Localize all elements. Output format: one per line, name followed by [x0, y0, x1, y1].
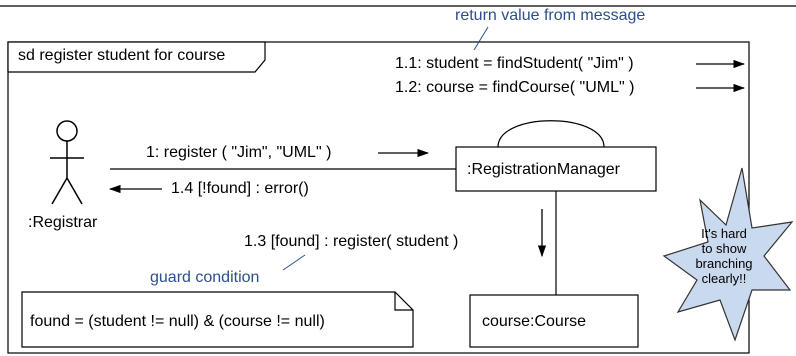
note-box [21, 291, 414, 348]
callout-text: It's hard to show branching clearly!! [690, 226, 758, 286]
callout-star [662, 167, 794, 342]
course-label: course:Course [482, 313, 587, 330]
note-fold [394, 292, 413, 311]
registrar-actor-icon [50, 120, 84, 205]
frame-label-box [7, 41, 266, 73]
callout-line-1: It's hard [701, 226, 747, 241]
message-1-label: 1: register ( "Jim", "UML" ) [146, 144, 332, 161]
message-1-3-label: 1.3 [found] : register( student ) [244, 233, 459, 250]
callout-line-2: to show [701, 241, 747, 256]
return-annotation-pointer [473, 26, 489, 51]
callout-line-4: clearly!! [701, 271, 747, 286]
registration-manager-box [455, 146, 657, 192]
return-value-annotation: return value from message [455, 7, 646, 24]
course-box [469, 294, 639, 348]
note-text: found = (student != null) & (course != n… [30, 313, 325, 330]
registration-manager-label: :RegistrationManager [467, 161, 620, 178]
guard-annotation-pointer [282, 254, 306, 271]
frame-label: sd register student for course [18, 47, 226, 64]
message-1-2-label: 1.2: course = findCourse( "UML" ) [395, 79, 635, 96]
registrar-label: :Registrar [28, 214, 98, 231]
callout-line-3: branching [695, 256, 753, 271]
message-1-4-label: 1.4 [!found] : error() [171, 180, 309, 197]
message-1-1-label: 1.1: student = findStudent( "Jim" ) [395, 55, 634, 72]
sd-frame [7, 41, 750, 354]
guard-condition-annotation: guard condition [150, 269, 260, 286]
self-link-loop [497, 120, 605, 148]
